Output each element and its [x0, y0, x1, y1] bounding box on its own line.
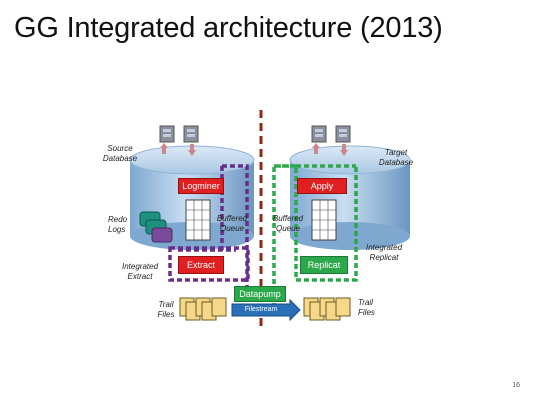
buffered-queue-right-label: Buffered Queue [272, 214, 304, 233]
apply-box: Apply [297, 178, 347, 194]
source-database-label: Source Database [102, 144, 138, 163]
apply-region-border [272, 164, 358, 308]
logminer-box: Logminer [178, 178, 224, 194]
buffered-queue-right-icon [311, 199, 337, 241]
trail-files-left-icon [179, 297, 227, 321]
integrated-extract-label: Integrated Extract [121, 262, 159, 281]
extract-region-border [168, 246, 250, 282]
trail-files-right-icon [303, 297, 351, 321]
integrated-replicat-label: Integrated Replicat [365, 243, 403, 262]
filestream-arrow [231, 298, 301, 322]
trail-files-right-label: Trail Files [358, 298, 375, 317]
source-servers-icon [159, 125, 199, 143]
user-access-arrows [160, 143, 348, 156]
target-servers-icon [311, 125, 351, 143]
extract-box: Extract [178, 256, 224, 274]
filestream-label: Filestream [244, 306, 278, 313]
trail-files-left-label: Trail Files [157, 300, 175, 319]
capture-region-border [178, 164, 249, 302]
target-database-label: Target Database [378, 148, 414, 167]
slide-title: GG Integrated architecture (2013) [14, 12, 443, 44]
buffered-queue-left-icon [185, 199, 211, 241]
replicat-box: Replicat [300, 256, 348, 274]
datapump-box: Datapump [234, 286, 286, 302]
buffered-queue-left-label: Buffered Queue [216, 214, 248, 233]
redo-logs-icon [139, 211, 173, 243]
page-number: 16 [512, 382, 520, 389]
redo-logs-label: Redo Logs [108, 215, 128, 234]
